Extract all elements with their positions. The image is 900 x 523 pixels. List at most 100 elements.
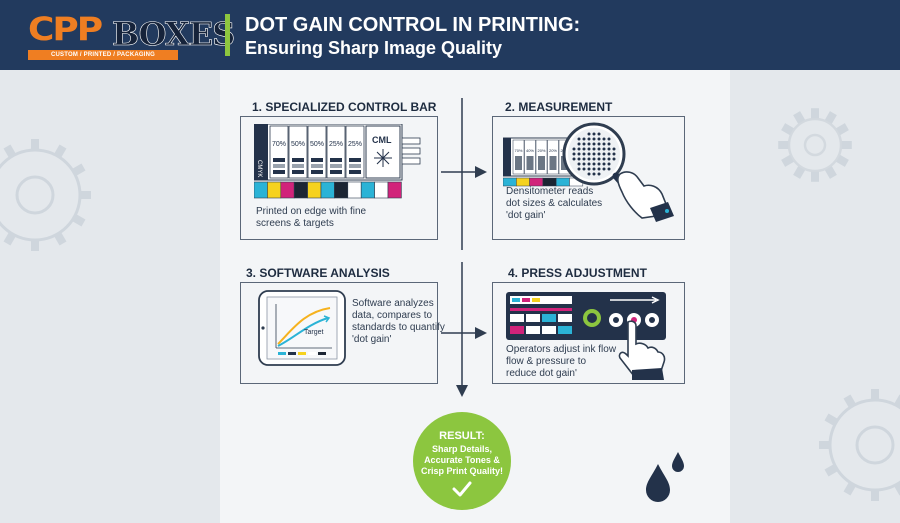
halftone-dot	[597, 172, 601, 176]
step2-caption-line: dot sizes & calculates	[506, 198, 603, 209]
halftone-dot	[592, 137, 596, 141]
legend-swatch	[318, 352, 326, 355]
step3-caption-line: Software analyzes	[352, 298, 434, 309]
color-strip-swatch	[293, 181, 308, 199]
press-control-panel	[506, 292, 666, 340]
halftone-dot	[607, 157, 611, 161]
color-strip-swatch	[307, 181, 322, 199]
halftone-dot	[577, 167, 581, 171]
halftone-dot	[607, 162, 611, 166]
halftone-dot	[597, 167, 601, 171]
step1-caption-line: screens & targets	[256, 218, 334, 229]
halftone-dot	[597, 132, 601, 136]
halftone-dot	[602, 162, 606, 166]
halftone-dot	[572, 147, 576, 151]
step4-caption-line: Operators adjust ink flow	[506, 344, 617, 355]
halftone-dot	[607, 152, 611, 156]
step1-title: 1. SPECIALIZED CONTROL BAR	[252, 100, 437, 114]
color-strip-swatch	[320, 181, 335, 199]
screen-pattern	[526, 156, 534, 170]
color-strip-swatch	[347, 181, 362, 199]
halftone-dot	[592, 152, 596, 156]
screen-pattern	[273, 164, 285, 168]
control-bar-illustration	[254, 124, 421, 199]
halftone-dot	[607, 142, 611, 146]
screen-pattern	[330, 170, 342, 174]
step2-caption: Densitometer reads dot sizes & calculate…	[506, 186, 602, 222]
screen-pattern	[273, 158, 285, 162]
gear-tooth	[811, 108, 819, 119]
legend-swatch	[288, 352, 296, 355]
gear-tooth	[793, 111, 806, 124]
step3-title: 3. SOFTWARE ANALYSIS	[246, 266, 390, 280]
step4-caption: Operators adjust ink flow flow & pressur…	[506, 344, 616, 380]
logo-mark: CPP	[28, 11, 103, 49]
gear-tooth	[843, 394, 856, 408]
halftone-dot	[602, 147, 606, 151]
screen-pattern	[292, 164, 304, 168]
screen-pattern	[311, 164, 323, 168]
gear-tooth	[824, 413, 838, 426]
screen-pattern	[515, 156, 522, 170]
halftone-dot	[612, 152, 616, 156]
color-strip-swatch	[503, 177, 517, 187]
legend-swatch	[298, 352, 306, 355]
screen-pattern	[311, 170, 323, 174]
color-strip-swatch	[387, 181, 402, 199]
halftone-dot	[582, 142, 586, 146]
brand-logo[interactable]: CPP BOXES CUSTOM / PRINTED / PACKAGING	[28, 11, 236, 60]
gear-tooth	[894, 394, 900, 408]
halftone-dot	[602, 137, 606, 141]
patch-label: 70%	[514, 148, 523, 153]
gear-tooth	[836, 123, 849, 136]
control-bar-side-label: CMYK	[256, 160, 262, 178]
halftone-dot	[597, 162, 601, 166]
gear-tooth	[841, 141, 852, 149]
halftone-dot	[597, 157, 601, 161]
halftone-dot	[592, 142, 596, 146]
gear-tooth	[793, 166, 806, 179]
gear-tooth	[31, 241, 39, 251]
halftone-dot	[602, 157, 606, 161]
header-bar: CPP BOXES CUSTOM / PRINTED / PACKAGING D…	[0, 0, 900, 70]
step1-caption-line: Printed on edge with fine	[256, 206, 367, 217]
color-strip-swatch	[360, 181, 375, 199]
halftone-dot	[572, 157, 576, 161]
patch-label: 40%	[525, 148, 534, 153]
halftone-dot	[592, 172, 596, 176]
halftone-dot	[587, 152, 591, 156]
gear-tooth	[72, 214, 86, 227]
halftone-dot	[592, 147, 596, 151]
screen-pattern	[349, 170, 361, 174]
halftone-dot	[587, 132, 591, 136]
hand-icon[interactable]	[610, 318, 670, 380]
halftone-dot	[577, 147, 581, 151]
patch-label: 25%	[328, 141, 343, 148]
halftone-dot	[577, 157, 581, 161]
halftone-dot	[592, 162, 596, 166]
screen-pattern	[273, 170, 285, 174]
gear-tooth	[54, 232, 67, 246]
tablet-icon	[258, 290, 346, 366]
step2-caption-line: Densitometer reads	[506, 186, 594, 197]
halftone-dot	[582, 152, 586, 156]
halftone-dot	[582, 137, 586, 141]
step3-caption-line: data, compares to	[352, 310, 433, 321]
gear-tooth	[3, 144, 16, 158]
screen-pattern	[292, 170, 304, 174]
halftone-dot	[592, 132, 596, 136]
gear-tooth	[811, 171, 819, 182]
step4-caption-line: flow & pressure to	[506, 356, 587, 367]
halftone-dot	[587, 142, 591, 146]
color-strip-swatch	[334, 181, 349, 199]
color-strip-swatch	[542, 177, 557, 187]
screen-pattern	[330, 164, 342, 168]
result-line: Sharp Details,	[431, 444, 493, 454]
gear-tooth	[778, 141, 789, 149]
gear-tooth	[81, 191, 91, 199]
screen-pattern	[349, 164, 361, 168]
ink-drops-icon	[646, 452, 684, 502]
patch-label: 50%	[290, 141, 305, 148]
result-line: Accurate Tones &	[424, 455, 500, 465]
halftone-dot	[582, 147, 586, 151]
